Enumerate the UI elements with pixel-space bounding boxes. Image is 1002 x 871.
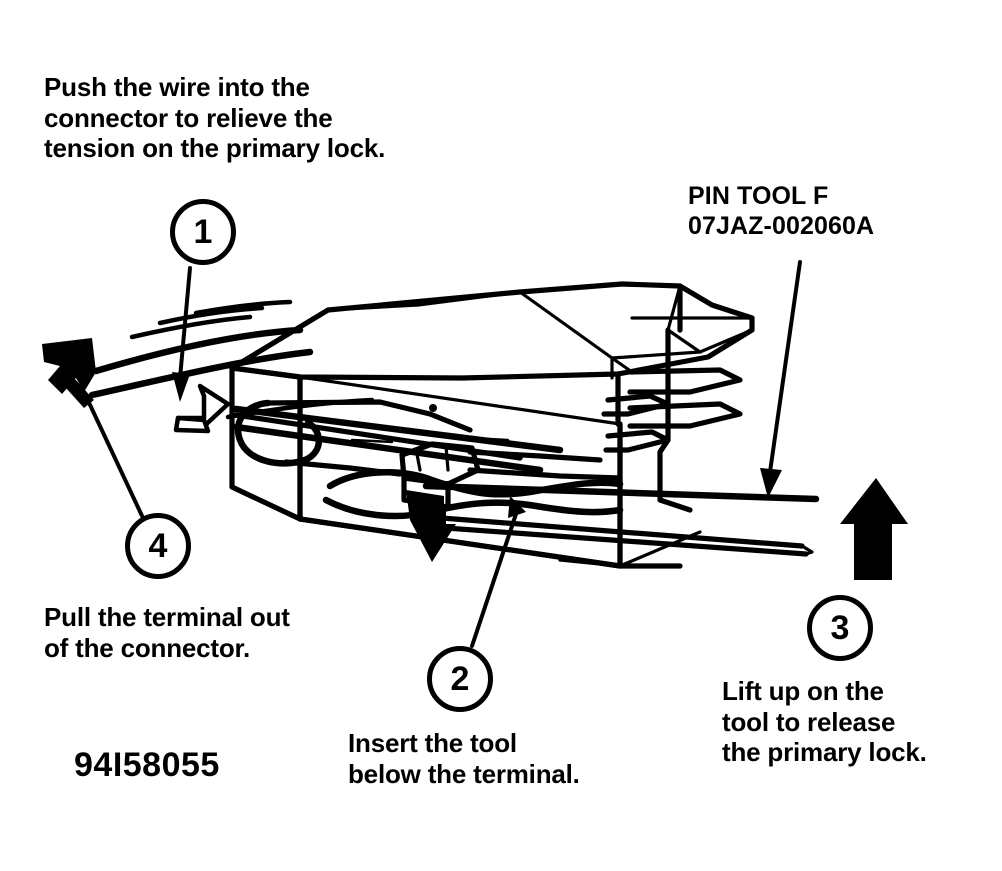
pin-tool-name: PIN TOOL F xyxy=(688,182,829,210)
part-number: 94I58055 xyxy=(74,746,220,784)
step-4-instruction-text: Pull the terminal out of the connector. xyxy=(44,602,290,663)
step-1-instruction-text: Push the wire into the connector to reli… xyxy=(44,72,386,164)
pin-tool-shaft xyxy=(413,482,820,557)
callout-badge-1: 1 xyxy=(170,199,236,265)
callout-badge-3: 3 xyxy=(807,595,873,661)
step-2-instruction-text: Insert the tool below the terminal. xyxy=(348,728,580,789)
internal-terminal-detail xyxy=(232,399,624,524)
terminal-tabs xyxy=(601,356,743,453)
step-3-instruction-text: Lift up on the tool to release the prima… xyxy=(722,676,927,768)
leader-lines xyxy=(82,260,802,648)
pin-tool-code: 07JAZ-002060A xyxy=(688,211,875,240)
connector-housing xyxy=(229,281,755,569)
arrow-push-wire xyxy=(173,383,231,434)
callout-badge-2: 2 xyxy=(427,646,493,712)
callout-badge-4: 4 xyxy=(125,513,191,579)
arrow-insert-tool xyxy=(410,500,456,562)
arrow-lift-tool xyxy=(840,478,908,580)
